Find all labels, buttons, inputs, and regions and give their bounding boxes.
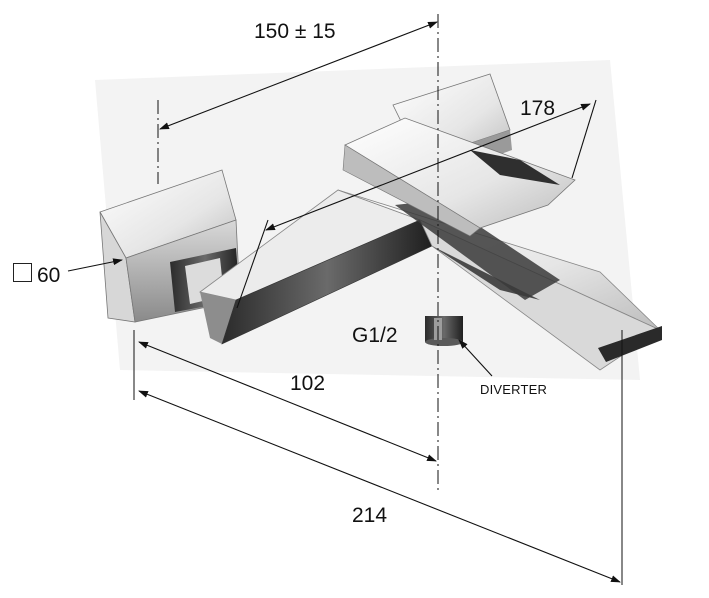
dim-wall-to-center: 102	[290, 372, 326, 395]
dimension-lines	[67, 21, 621, 583]
dim-body-square: 60	[37, 264, 61, 287]
label-inlet-thread: G1/2	[352, 324, 398, 347]
dim-handle-length: 178	[520, 97, 556, 120]
diverter-nozzle	[425, 316, 463, 346]
dim-overall-depth: 214	[352, 504, 388, 527]
dim-top-spacing: 150 ± 15	[254, 20, 336, 43]
label-diverter: DIVERTER	[480, 382, 548, 397]
square-outline-icon	[13, 263, 32, 282]
